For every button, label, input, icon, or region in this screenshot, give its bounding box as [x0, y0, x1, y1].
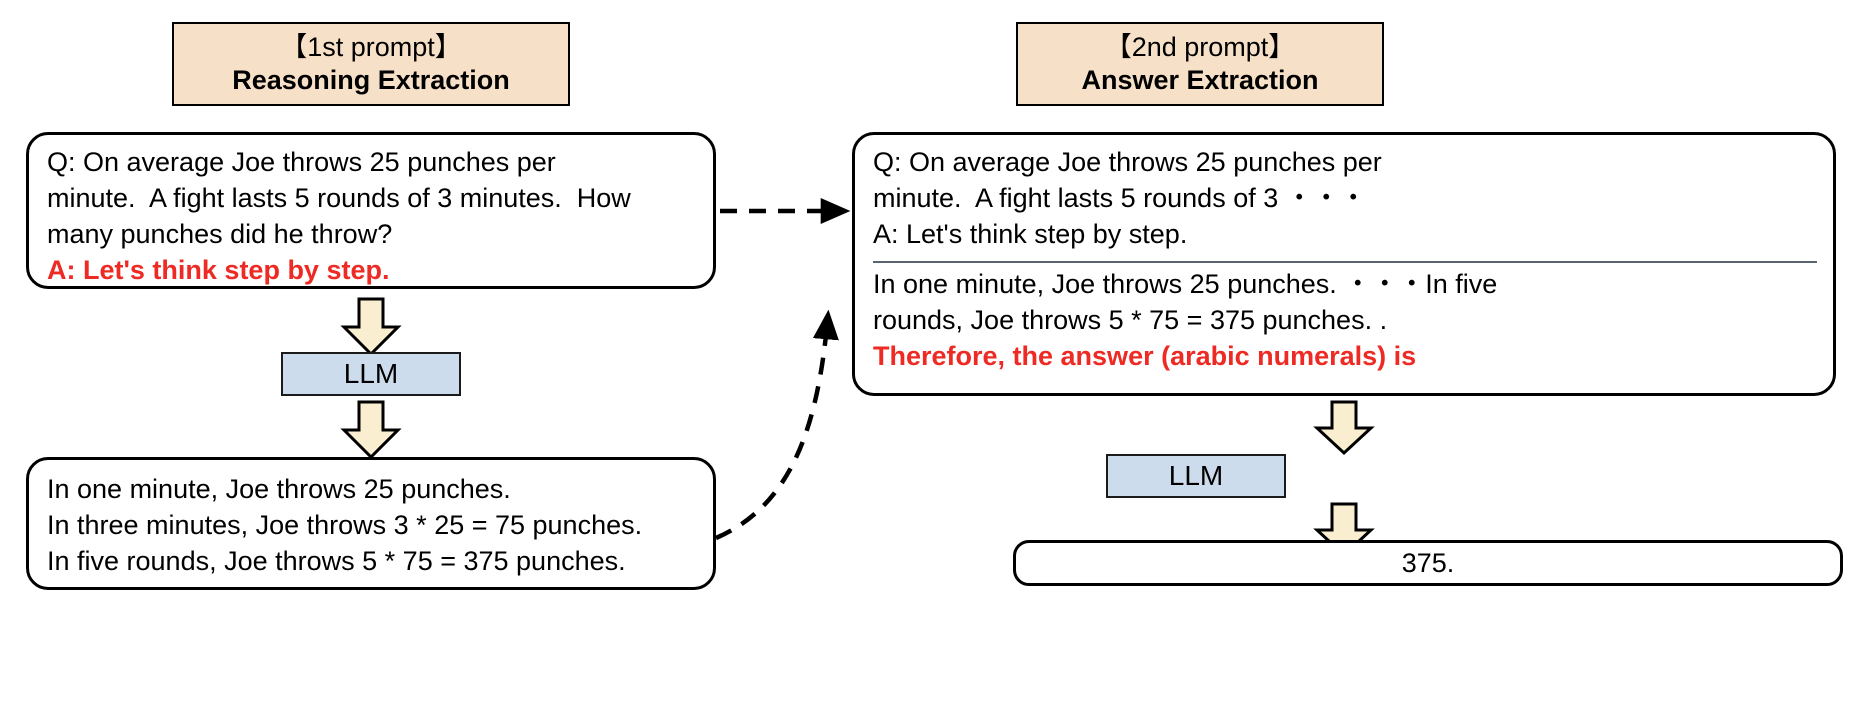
right-answer-box: 375.	[1013, 540, 1843, 586]
connector-reasoning-to-second-prompt	[715, 309, 839, 541]
left-llm-box: LLM	[281, 352, 461, 396]
down-arrow-icon	[1313, 400, 1375, 456]
left-prompt-line-4-trigger: A: Let's think step by step.	[47, 254, 390, 285]
left-output-box-text: In one minute, Joe throws 25 punches. In…	[29, 460, 713, 590]
right-header-line2: Answer Extraction	[1081, 65, 1319, 95]
left-output-line-2: In three minutes, Joe throws 3 * 25 = 75…	[47, 509, 643, 540]
right-prompt-box-text: Q: On average Joe throws 25 punches per …	[855, 135, 1833, 382]
left-prompt-line-3: many punches did he throw?	[47, 218, 393, 249]
right-prompt-box-divider	[873, 260, 1817, 263]
final-answer-text: 375.	[1401, 547, 1455, 578]
left-prompt-box-text: Q: On average Joe throws 25 punches per …	[29, 135, 713, 299]
right-prompt-bottom-line-2: rounds, Joe throws 5 * 75 = 375 punches.…	[873, 304, 1388, 335]
left-output-box: In one minute, Joe throws 25 punches. In…	[26, 457, 716, 590]
right-llm-label: LLM	[1168, 460, 1224, 491]
right-llm-box: LLM	[1106, 454, 1286, 498]
left-header-line2: Reasoning Extraction	[232, 65, 510, 95]
right-prompt-top-line-1: Q: On average Joe throws 25 punches per	[873, 147, 1382, 177]
left-prompt-line-1: Q: On average Joe throws 25 punches per	[47, 147, 556, 177]
right-prompt-top-line-2: minute. A fight lasts 5 rounds of 3 ・・・	[873, 182, 1367, 213]
left-arrow-prompt-to-llm	[340, 297, 402, 357]
right-prompt-bottom-line-1: In one minute, Joe throws 25 punches. ・・…	[873, 268, 1498, 299]
left-prompt-box: Q: On average Joe throws 25 punches per …	[26, 132, 716, 289]
left-header-line1: 【1st prompt】	[280, 32, 462, 63]
right-prompt-box: Q: On average Joe throws 25 punches per …	[852, 132, 1836, 396]
right-prompt-top-line-3: A: Let's think step by step.	[873, 218, 1188, 249]
right-arrow-prompt-to-llm	[1313, 400, 1375, 456]
right-header-box: 【2nd prompt】 Answer Extraction	[1016, 22, 1384, 106]
right-prompt-bottom-line-3-trigger: Therefore, the answer (arabic numerals) …	[873, 340, 1417, 371]
left-output-line-1: In one minute, Joe throws 25 punches.	[47, 474, 511, 504]
left-prompt-line-2: minute. A fight lasts 5 rounds of 3 minu…	[47, 182, 631, 213]
left-header-box: 【1st prompt】 Reasoning Extraction	[172, 22, 570, 106]
right-header-line1: 【2nd prompt】	[1104, 32, 1296, 63]
left-llm-label: LLM	[343, 358, 399, 389]
left-output-line-3: In five rounds, Joe throws 5 * 75 = 375 …	[47, 545, 626, 576]
down-arrow-icon	[340, 297, 402, 357]
left-arrow-llm-to-output	[340, 400, 402, 460]
down-arrow-icon	[340, 400, 402, 460]
